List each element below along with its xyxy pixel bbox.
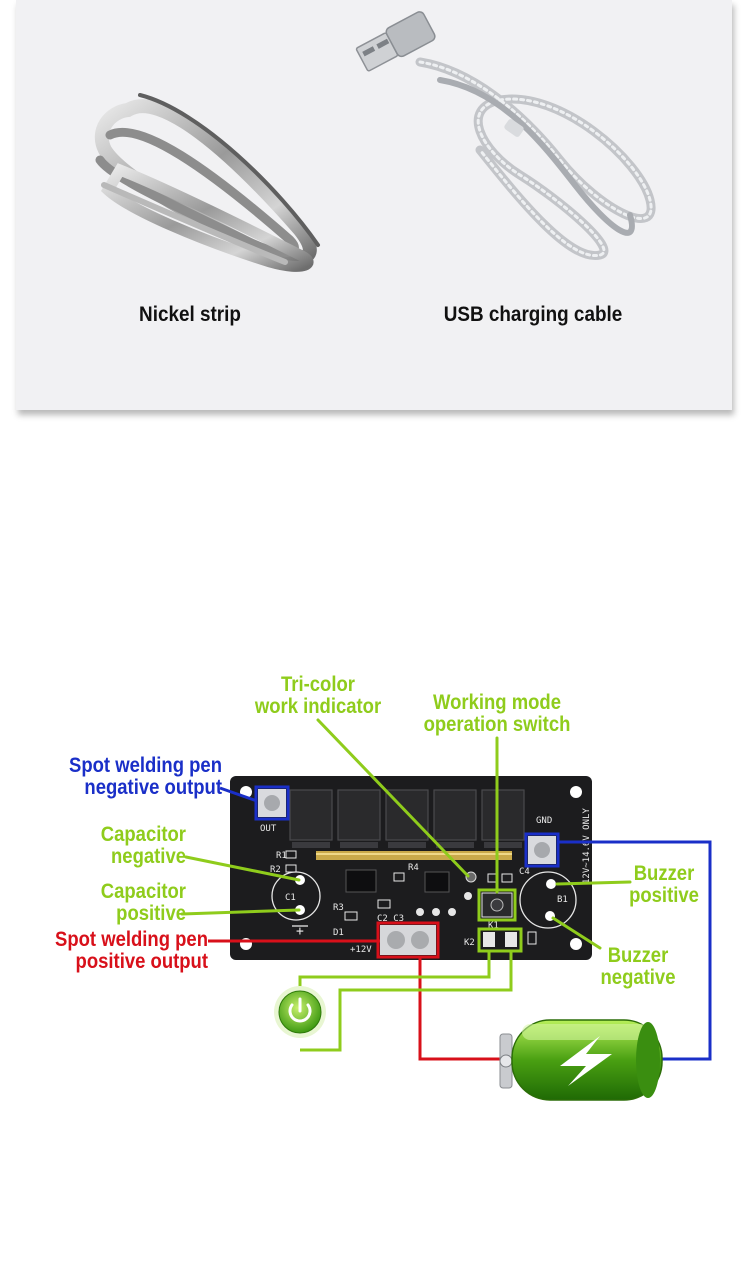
mosfet-row [289, 789, 525, 841]
power-icon [274, 986, 326, 1038]
capacitor-positive-label: Capacitor positive [100, 880, 186, 925]
gnd-pad-highlight [524, 832, 560, 868]
usb-cable-image [355, 11, 656, 260]
gnd-wire [557, 840, 712, 1061]
silk-plus: + [296, 924, 304, 939]
lightning-bolt-icon [560, 1036, 612, 1086]
battery-image [499, 1019, 663, 1101]
silk-k1: K1 [488, 921, 499, 931]
silk-plus12v: +12V [350, 945, 372, 955]
silk-r1: R1 [276, 851, 287, 861]
buzzer-positive-label: Buzzer positive [629, 862, 699, 907]
nickel-strip-label: Nickel strip [139, 303, 241, 326]
pen-negative-callout [219, 786, 258, 803]
out-pad-highlight [254, 785, 290, 821]
silk-voltage: 12V~14.6V ONLY [582, 808, 592, 884]
callout-lines [180, 718, 632, 950]
silk-c2c3: C2 C3 [377, 914, 404, 924]
nickel-strip-image [94, 93, 320, 272]
silk-out: OUT [260, 824, 277, 834]
tri-color-indicator-label: Tri-color work indicator [254, 673, 382, 718]
silk-d1: D1 [333, 928, 344, 938]
silk-b1: B1 [557, 895, 568, 905]
silk-gnd: GND [536, 816, 552, 826]
switch-wire-a [298, 951, 491, 988]
switch-wire-b [300, 951, 513, 1052]
usb-cable-label: USB charging cable [443, 303, 623, 326]
pen-positive-output-label: Spot welding pen positive output [55, 928, 208, 973]
silk-r4: R4 [408, 863, 419, 873]
silk-c4: C4 [519, 867, 530, 877]
silk-k2: K2 [464, 938, 475, 948]
silk-r2: R2 [270, 865, 281, 875]
k2-pads-highlight [477, 927, 523, 953]
pen-negative-output-label: Spot welding pen negative output [69, 754, 222, 799]
accessory-illustrations [94, 11, 656, 272]
pcb-board [230, 776, 592, 960]
silk-c1: C1 [285, 893, 296, 903]
silk-r3: R3 [333, 903, 344, 913]
capacitor-negative-label: Capacitor negative [100, 823, 186, 868]
working-mode-switch-label: Working mode operation switch [423, 691, 571, 736]
buzzer-negative-label: Buzzer negative [600, 944, 676, 989]
